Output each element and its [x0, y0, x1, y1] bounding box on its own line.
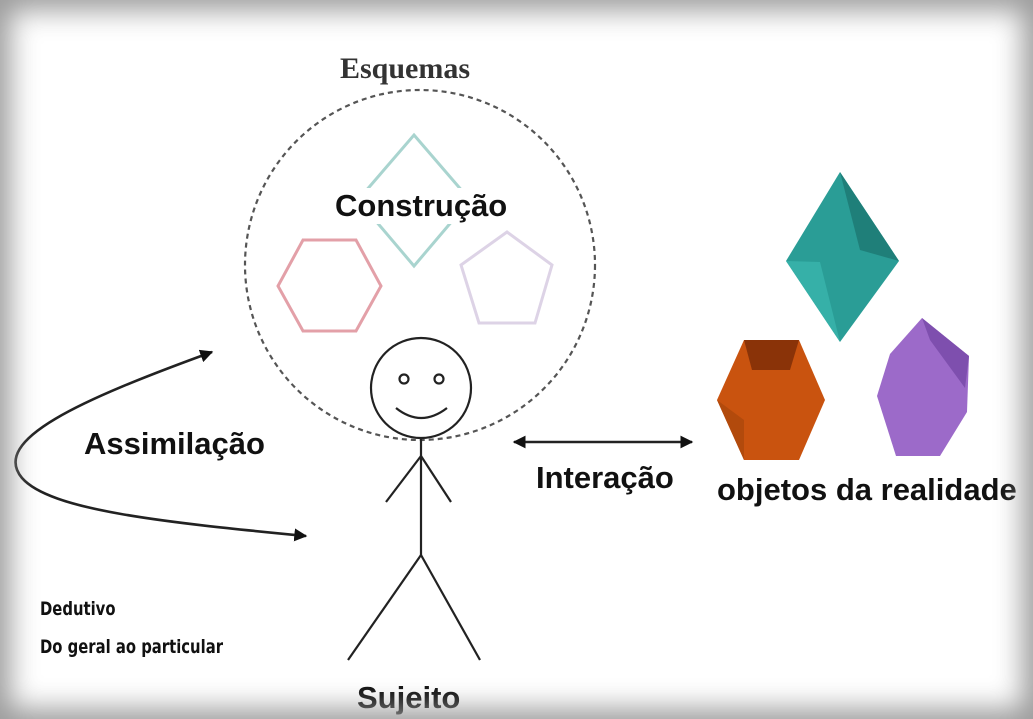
- pentagon-outline-shape: [459, 230, 554, 325]
- assimilation-label: Assimilação: [84, 426, 265, 461]
- interaction-label: Interação: [536, 460, 674, 495]
- reality-objects-label: objetos da realidade: [717, 472, 1017, 507]
- hexagon-outline-shape: [276, 238, 383, 333]
- general-to-particular-note: Do geral ao particular: [40, 636, 224, 658]
- schemes-label: Esquemas: [340, 52, 471, 85]
- subject-smile: [395, 407, 448, 420]
- subject-label: Sujeito: [357, 680, 461, 715]
- purple-pentagon-object: [877, 318, 969, 456]
- subject-left-eye: [398, 373, 410, 385]
- assimilation-arrow: [14, 349, 308, 542]
- subject-left-arm: [385, 455, 422, 503]
- construction-label: Construção: [333, 188, 510, 224]
- subject-head: [369, 336, 473, 440]
- subject-right-arm: [420, 455, 452, 503]
- orange-hexagon-object: [717, 340, 825, 460]
- diamond-outline-shape: [356, 132, 472, 269]
- subject-right-leg: [420, 554, 481, 661]
- subject-stick-figure: [347, 336, 481, 661]
- teal-diamond-object: [786, 172, 899, 342]
- subject-right-eye: [433, 373, 445, 385]
- subject-left-leg: [347, 554, 422, 661]
- deductive-note: Dedutivo: [40, 598, 116, 620]
